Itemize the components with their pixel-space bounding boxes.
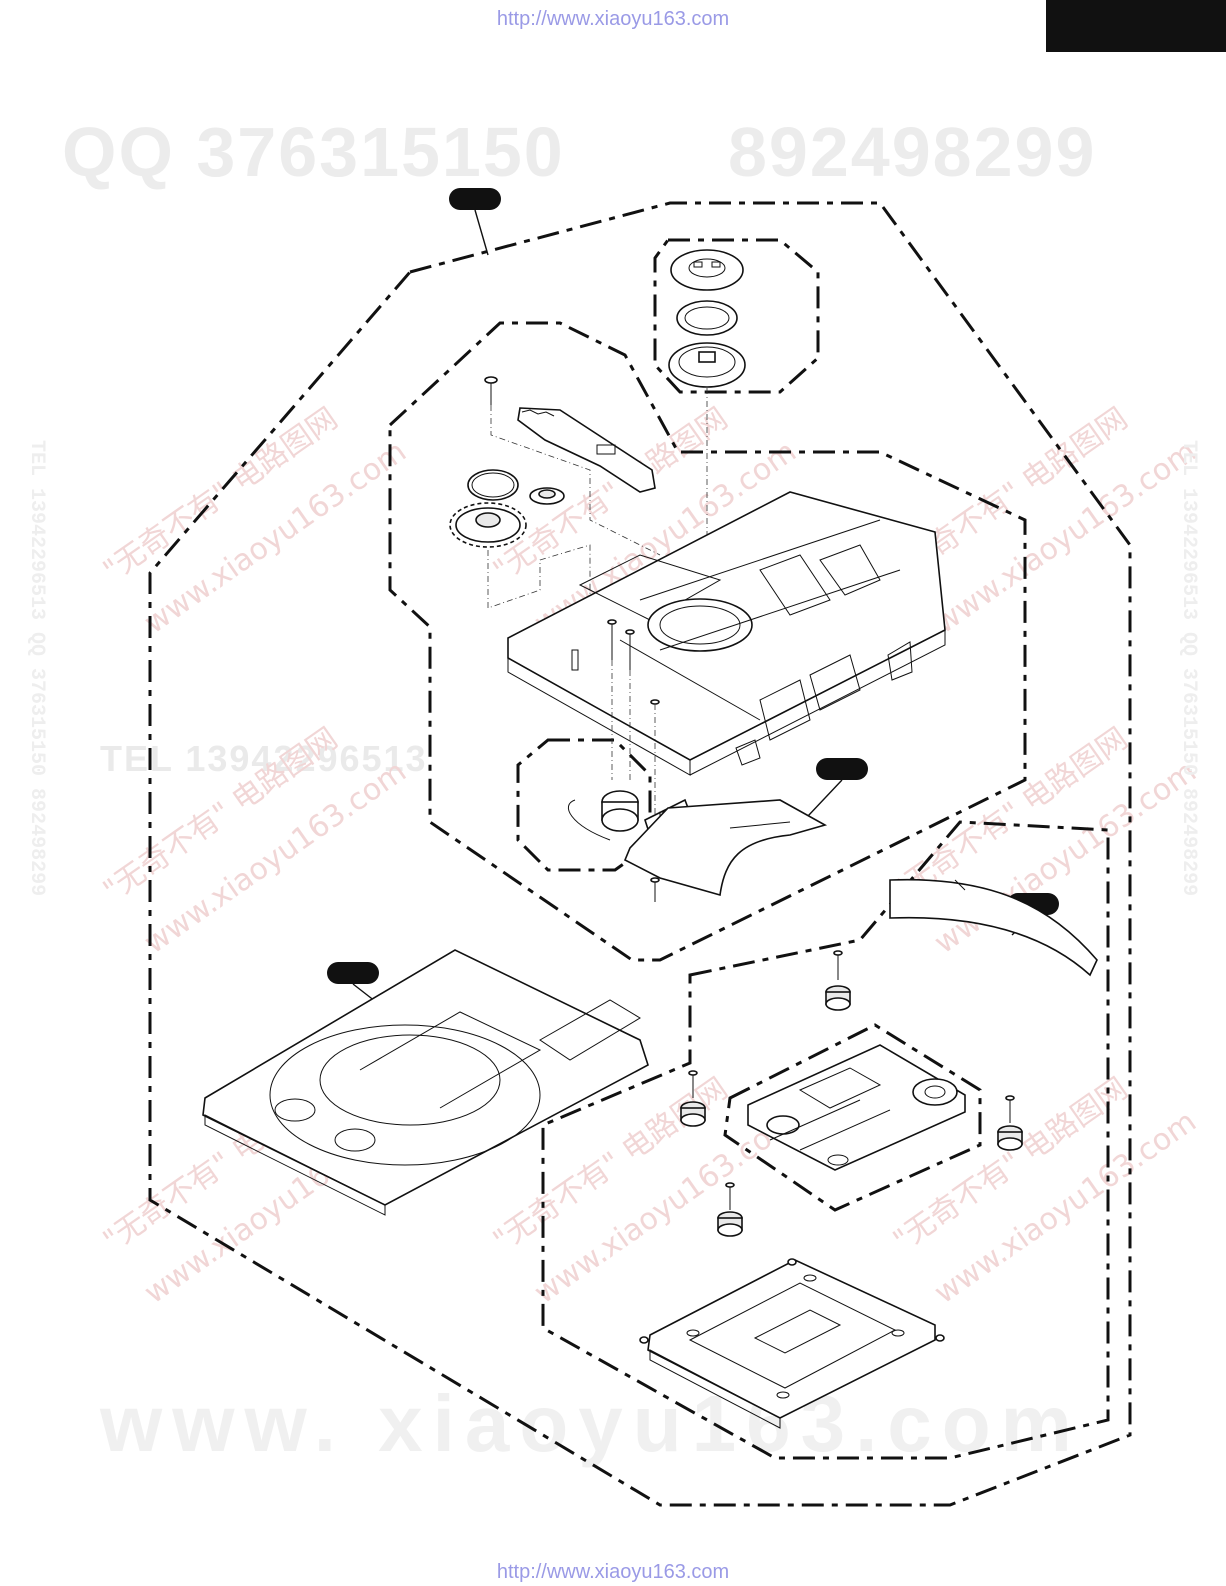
- callout-label-4: [327, 962, 379, 984]
- page-label-block: [1046, 0, 1226, 52]
- flat-cable-2: [889, 878, 1098, 977]
- motor-group-boundary: [516, 738, 652, 872]
- traverse-base: [639, 1258, 945, 1429]
- damper-2: [680, 1070, 706, 1127]
- rack-slider: [517, 407, 656, 493]
- mechanism-group-boundary: [388, 321, 1027, 962]
- traverse-group-boundary: [541, 820, 1110, 1460]
- pickup-group-boundary: [723, 1023, 982, 1212]
- callout-label-2: [816, 758, 868, 780]
- damper-1: [825, 950, 851, 1011]
- mechanism-chassis: [507, 491, 946, 776]
- loading-motor: [568, 790, 639, 841]
- disc-tray: [202, 949, 649, 1216]
- callout-label-1: [449, 188, 501, 210]
- flat-cable-1: [623, 799, 828, 897]
- damper-3: [997, 1095, 1023, 1151]
- screw-4: [650, 699, 660, 902]
- clamper-group-boundary: [653, 238, 820, 394]
- optical-pickup: [747, 1044, 966, 1171]
- screw-1: [484, 376, 498, 405]
- footer-url[interactable]: http://www.xiaoyu163.com: [496, 1561, 730, 1583]
- screw-2: [607, 619, 617, 660]
- outer-boundary: [148, 201, 1132, 1507]
- damper-4: [717, 1182, 743, 1237]
- screw-3: [625, 629, 635, 670]
- pulley: [529, 487, 565, 505]
- header-url[interactable]: http://www.xiaoyu163.com: [496, 8, 730, 30]
- drive-gear: [449, 502, 527, 548]
- belt-ring: [467, 469, 519, 501]
- clamper-parts: [668, 249, 746, 620]
